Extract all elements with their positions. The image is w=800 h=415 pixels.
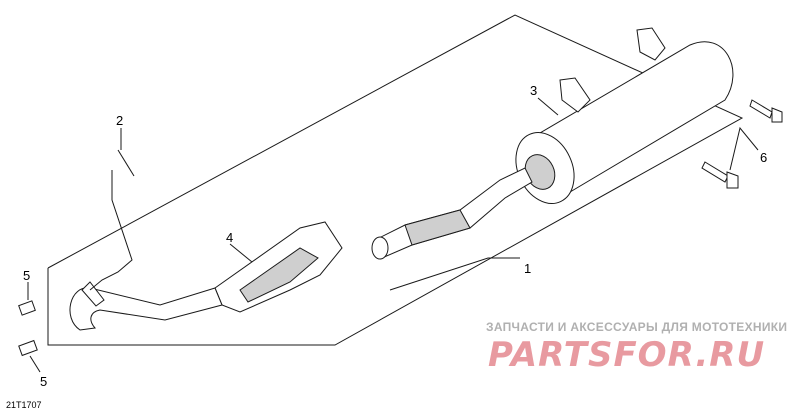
stud-lower xyxy=(18,339,38,357)
callout-5-upper: 5 xyxy=(23,268,30,283)
bolt-lower xyxy=(701,161,739,189)
muffler xyxy=(515,27,734,204)
diagram-code: 21T1707 xyxy=(6,400,42,410)
callout-4: 4 xyxy=(226,230,233,245)
leader-lines xyxy=(27,97,759,373)
heat-shield xyxy=(214,221,343,313)
header-pipe xyxy=(69,281,223,331)
callout-2: 2 xyxy=(116,113,123,128)
stud-upper xyxy=(18,300,36,316)
watermark-logo: PARTSFOR.RU xyxy=(488,335,765,375)
pin xyxy=(117,149,135,177)
callout-5-lower: 5 xyxy=(40,374,47,389)
assembly-frame xyxy=(47,14,744,346)
mid-pipe xyxy=(371,167,533,260)
callout-1: 1 xyxy=(524,261,531,276)
callout-6: 6 xyxy=(760,150,767,165)
bolt-upper xyxy=(749,99,783,123)
callout-3: 3 xyxy=(530,83,537,98)
watermark-tagline: ЗАПЧАСТИ И АКСЕССУАРЫ ДЛЯ МОТОТЕХНИКИ xyxy=(486,320,787,334)
